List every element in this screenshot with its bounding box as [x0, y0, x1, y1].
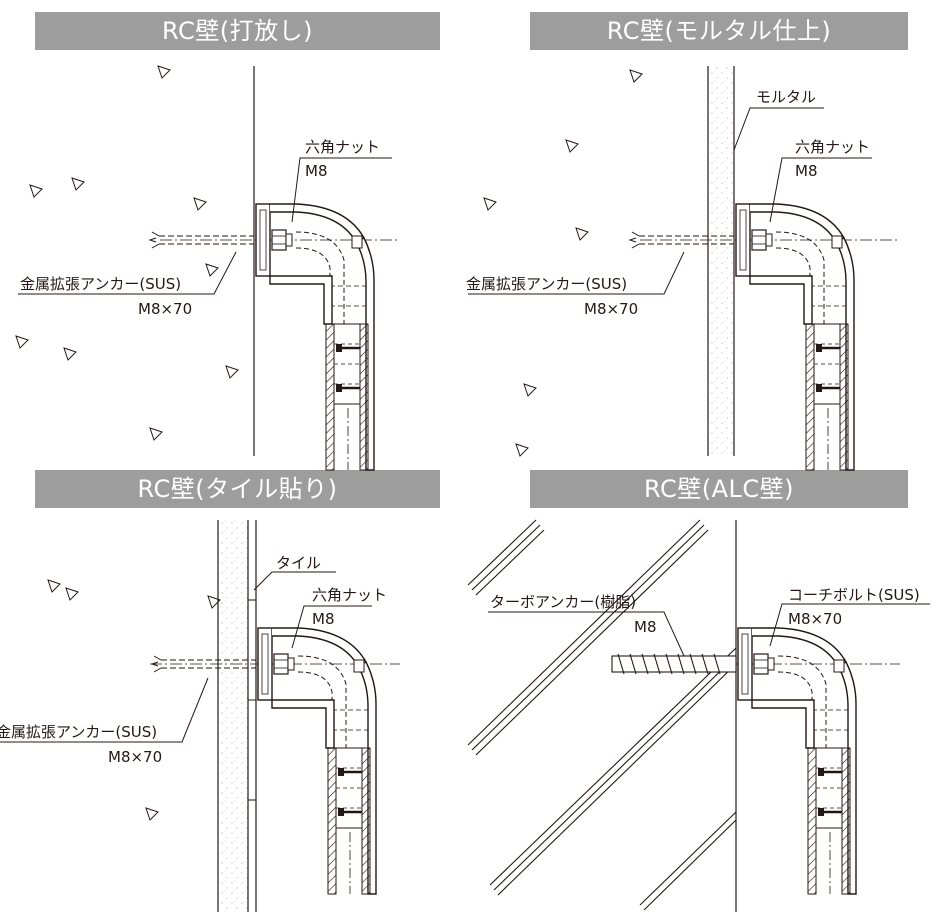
panel-title-rc-exposed: RC壁(打放し) — [35, 12, 440, 50]
anchor-size-label: M8×70 — [584, 300, 638, 318]
anchor-size-label: M8×70 — [108, 748, 162, 766]
nut-label: 六角ナット — [312, 586, 387, 604]
nut-label: 六角ナット — [795, 138, 870, 156]
nut-size-label: M8 — [312, 610, 335, 628]
panel-rc-tile: タイル 六角ナット M8 金属拡張アンカー(SUS) M8×70 — [0, 520, 400, 912]
anchor-label: 金属拡張アンカー(SUS) — [20, 275, 181, 293]
coach-bolt-label: コーチボルト(SUS) — [788, 586, 920, 604]
coach-bolt-size-label: M8×70 — [788, 610, 842, 628]
panel-title-rc-alc: RC壁(ALC壁) — [530, 470, 908, 508]
mortar-label: モルタル — [756, 88, 816, 106]
anchor-label: 金属拡張アンカー(SUS) — [466, 275, 627, 293]
nut-label: 六角ナット — [305, 138, 380, 156]
panel-title-rc-tile: RC壁(タイル貼り) — [35, 470, 440, 508]
nut-size-label: M8 — [305, 162, 328, 180]
nut-size-label: M8 — [795, 162, 818, 180]
panel-rc-mortar: モルタル 六角ナット M8 金属拡張アンカー(SUS) M8×70 — [466, 66, 900, 472]
anchor-size-label: M8×70 — [138, 300, 192, 318]
panel-title-rc-mortar: RC壁(モルタル仕上) — [530, 12, 908, 50]
turbo-anchor-size-label: M8 — [634, 618, 657, 636]
turbo-anchor-label: ターボアンカー(樹脂) — [490, 593, 636, 611]
panel-rc-exposed: 六角ナット M8 金属拡張アンカー(SUS) M8×70 — [15, 65, 400, 472]
panel-rc-alc: コーチボルト(SUS) M8×70 ターボアンカー(樹脂) M8 — [467, 519, 930, 912]
tile-label: タイル — [276, 554, 321, 572]
anchor-label: 金属拡張アンカー(SUS) — [0, 723, 157, 741]
